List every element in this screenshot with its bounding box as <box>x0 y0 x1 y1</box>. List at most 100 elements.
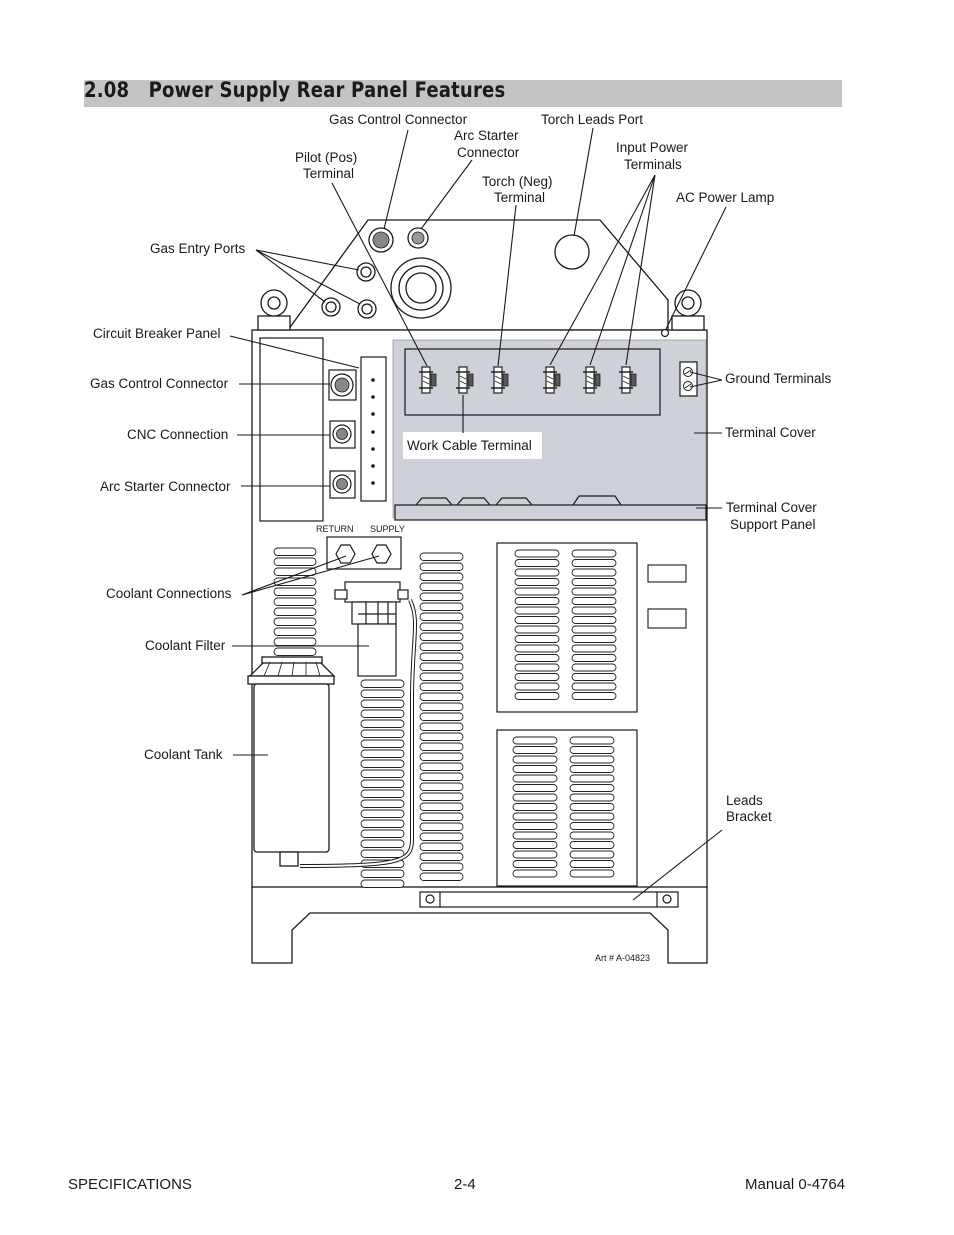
vent-slot <box>514 587 560 596</box>
vent-slot <box>569 822 615 830</box>
vent-slot <box>571 549 617 558</box>
vent-slot <box>419 792 464 801</box>
vent-slot <box>569 765 615 773</box>
vent-slot <box>273 607 317 616</box>
vent-slot <box>569 736 615 745</box>
vent-slot <box>419 862 464 871</box>
vent-slot <box>360 839 405 848</box>
vent-slot <box>571 616 617 624</box>
vent-slot <box>569 755 615 764</box>
vent-slot <box>419 582 464 591</box>
label-torch-neg-terminal: Torch (Neg) <box>482 174 553 189</box>
footer-manual-number: Manual 0-4764 <box>745 1176 846 1193</box>
vent-slot <box>571 597 617 605</box>
vent-slot <box>514 654 560 662</box>
vent-slot <box>419 762 464 771</box>
arc-starter-connector-top <box>407 227 429 249</box>
vent-slot <box>419 562 464 571</box>
coolant-supply-fitting <box>371 544 392 564</box>
vent-slot <box>514 682 560 691</box>
vent-slot <box>419 842 464 851</box>
vent-slot <box>273 577 317 586</box>
vent-slot <box>514 606 560 615</box>
label-leads-bracket: Leads <box>726 793 763 808</box>
label-coolant-filter: Coolant Filter <box>145 638 226 653</box>
vent-slot <box>273 547 317 556</box>
vent-slot <box>569 774 615 783</box>
gas-control-connector-side <box>328 369 357 401</box>
vent-slot <box>514 635 560 643</box>
footer-left: SPECIFICATIONS <box>68 1176 192 1193</box>
coolant-tank <box>247 656 336 867</box>
vent-slot <box>273 637 317 646</box>
vent-slot <box>419 632 464 641</box>
label-coolant-connections: Coolant Connections <box>106 586 232 601</box>
label-coolant-tank: Coolant Tank <box>144 747 223 762</box>
vent-slot <box>360 799 405 808</box>
label-work-cable-terminal: Work Cable Terminal <box>407 438 532 453</box>
label-ground-terminals: Ground Terminals <box>725 371 832 386</box>
label-torch-leads-port: Torch Leads Port <box>541 112 643 127</box>
vent-slot <box>419 712 464 721</box>
vent-slot <box>360 739 405 748</box>
section-header-bar <box>84 80 842 107</box>
ground-terminals <box>679 361 698 397</box>
vent-slot <box>512 831 558 840</box>
leader-lines <box>229 127 727 901</box>
vent-slot <box>514 578 560 586</box>
label-plate-1 <box>647 564 687 583</box>
label-gas-control-connector-top: Gas Control Connector <box>329 112 468 127</box>
callout-labels: Gas Control Connector Arc Starter Connec… <box>90 112 832 963</box>
vent-slot <box>514 559 560 567</box>
section-title-text: Power Supply Rear Panel Features <box>148 78 506 102</box>
vent-slot <box>273 557 317 566</box>
vent-slot <box>419 602 464 611</box>
vent-slot <box>419 592 464 601</box>
vent-slot <box>569 841 615 849</box>
vent-slot <box>569 746 615 754</box>
label-cnc-connection: CNC Connection <box>127 427 228 442</box>
vent-slot <box>512 736 558 745</box>
vent-slot <box>360 699 405 708</box>
section-number: 2.08 <box>84 78 130 102</box>
vent-slot <box>419 852 464 861</box>
vent-slot <box>419 652 464 661</box>
vent-slot <box>512 746 558 754</box>
vent-slot <box>273 617 317 626</box>
vent-column-right <box>419 552 464 881</box>
vent-slot <box>512 793 558 802</box>
vent-slot <box>569 850 615 859</box>
lifting-eye-right <box>671 289 705 331</box>
vent-slot <box>419 612 464 621</box>
terminal-cover-support-panel <box>394 495 707 521</box>
vent-slot <box>571 625 617 634</box>
vent-slot <box>419 812 464 821</box>
vent-slot <box>419 872 464 881</box>
vent-slot <box>512 860 558 868</box>
vent-slot <box>419 692 464 701</box>
vent-panel-lower <box>496 729 638 887</box>
vent-slot <box>360 879 405 888</box>
vent-grid-lower <box>512 736 615 878</box>
label-arc-starter-connector-side: Arc Starter Connector <box>100 479 231 494</box>
vent-slot <box>360 829 405 838</box>
art-number: Art # A-04823 <box>595 953 650 963</box>
label-torch-neg-terminal-2: Terminal <box>494 190 545 205</box>
vent-slot <box>514 673 560 681</box>
arc-starter-connector-side <box>329 470 356 499</box>
vent-slot <box>419 622 464 631</box>
gas-control-connector-top <box>368 227 394 253</box>
vent-slot <box>273 627 317 636</box>
vent-slot <box>512 822 558 830</box>
vent-slot <box>569 803 615 811</box>
vent-slot <box>360 719 405 728</box>
vent-slot <box>419 572 464 581</box>
vent-slot <box>514 663 560 672</box>
vent-slot <box>514 616 560 624</box>
vent-slot <box>419 662 464 671</box>
vent-slot <box>419 782 464 791</box>
gas-entry-ports <box>321 262 377 319</box>
vent-slot <box>273 647 317 656</box>
vent-slot <box>512 841 558 849</box>
vent-slot <box>360 679 405 688</box>
